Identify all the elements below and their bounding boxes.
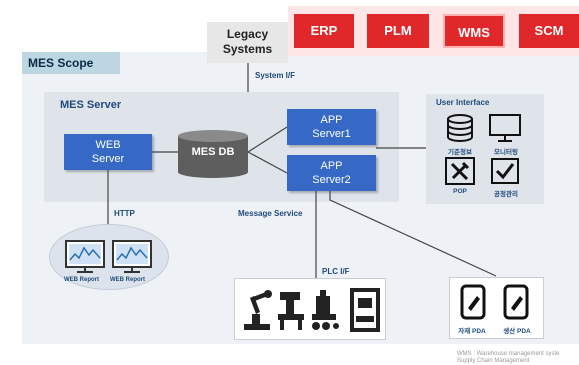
ui-label-monitoring: 모니터링 bbox=[494, 149, 518, 156]
conveyor-icon bbox=[312, 290, 339, 330]
app-server-2-box: APP Server2 bbox=[287, 155, 376, 191]
pda-device-icon bbox=[503, 284, 529, 320]
db-to-app2-line bbox=[247, 151, 288, 174]
web-report-label-2: WEB Report bbox=[110, 277, 145, 283]
web-report-label-1: WEB Report bbox=[64, 277, 99, 283]
legacy-systems-box: Legacy Systems bbox=[207, 22, 288, 63]
ui-label-master-data: 기준정보 bbox=[448, 149, 472, 156]
report-monitor-icon bbox=[65, 240, 105, 273]
plm-box: PLM bbox=[367, 14, 429, 48]
pda-line bbox=[329, 191, 497, 277]
machine-icons bbox=[244, 288, 380, 332]
ui-label-pop: POP bbox=[453, 188, 467, 195]
app-server-2-line-1: APP bbox=[320, 160, 343, 172]
checkbox-icon bbox=[491, 158, 519, 184]
legacy-line-2: Systems bbox=[222, 42, 273, 56]
ui-label-process-mgmt: 공정관리 bbox=[494, 191, 518, 198]
cnc-machine-icon bbox=[350, 288, 380, 332]
app-server-1-line-2: Server1 bbox=[312, 128, 351, 140]
user-interface-panel bbox=[426, 94, 544, 204]
legacy-line-1: Legacy bbox=[226, 27, 269, 41]
mes-db-cylinder bbox=[178, 130, 248, 178]
press-machine-icon bbox=[278, 292, 304, 330]
database-icon bbox=[447, 114, 473, 142]
web-server-line-1: WEB bbox=[95, 139, 121, 151]
plc-if-label: PLC I/F bbox=[322, 267, 350, 276]
wms-box: WMS bbox=[443, 14, 505, 48]
report-monitor-icon bbox=[112, 240, 152, 273]
db-to-app1-line bbox=[247, 126, 288, 153]
mes-db-label: MES DB bbox=[191, 146, 235, 158]
mes-scope-label: MES Scope bbox=[22, 52, 120, 74]
footnote-wms: WMS : Warehouse management syste bbox=[457, 351, 560, 357]
erp-box: ERP bbox=[294, 14, 354, 48]
app-server-2-line-2: Server2 bbox=[312, 174, 351, 186]
robot-arm-icon bbox=[244, 290, 272, 330]
app-server-1-line-1: APP bbox=[320, 114, 343, 126]
http-label: HTTP bbox=[114, 209, 135, 218]
app-server-1-box: APP Server1 bbox=[287, 109, 376, 145]
message-service-label: Message Service bbox=[238, 209, 303, 218]
pda-label-material: 자재 PDA bbox=[458, 328, 486, 335]
monitor-icon bbox=[489, 114, 521, 142]
footnote-scm: Supply Chain Management bbox=[457, 358, 530, 364]
user-interface-title: User Interface bbox=[436, 98, 490, 107]
pda-label-production: 생산 PDA bbox=[503, 328, 531, 335]
web-server-box: WEB Server bbox=[64, 134, 152, 170]
web-server-line-2: Server bbox=[91, 153, 125, 165]
tools-icon bbox=[445, 157, 475, 185]
system-if-label: System I/F bbox=[255, 71, 296, 80]
mes-server-title: MES Server bbox=[60, 99, 122, 111]
pda-device-icon bbox=[460, 284, 486, 320]
scm-box: SCM bbox=[519, 14, 579, 48]
